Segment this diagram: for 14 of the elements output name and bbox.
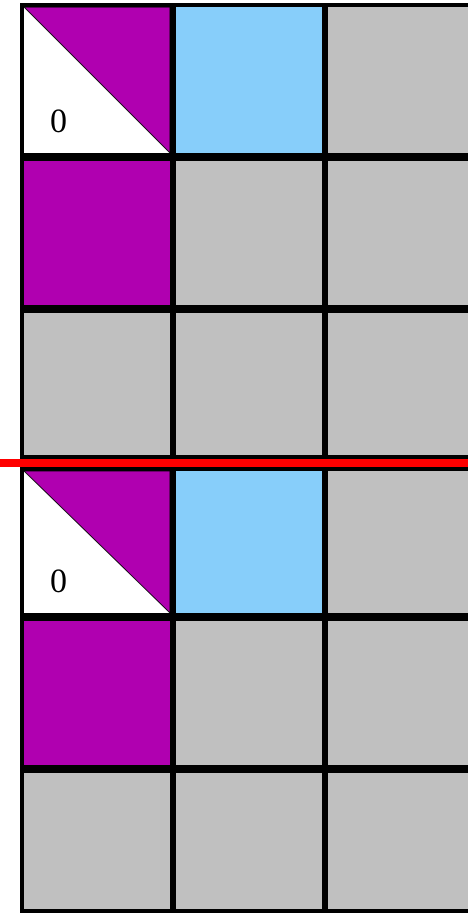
cell-number: 0: [50, 565, 67, 599]
grid-square: [172, 3, 326, 157]
grid-square: [324, 309, 468, 459]
grid-square: [172, 309, 326, 459]
grid-square: [172, 467, 326, 617]
grid-square: [324, 467, 468, 617]
cell-number: 0: [50, 105, 67, 139]
split-square: [20, 467, 174, 617]
grid-square: [172, 769, 326, 913]
grid-square: [324, 3, 468, 157]
grid-square: [20, 309, 174, 459]
grid-square: [324, 769, 468, 913]
grid-square: [20, 769, 174, 913]
split-square: [20, 3, 174, 157]
